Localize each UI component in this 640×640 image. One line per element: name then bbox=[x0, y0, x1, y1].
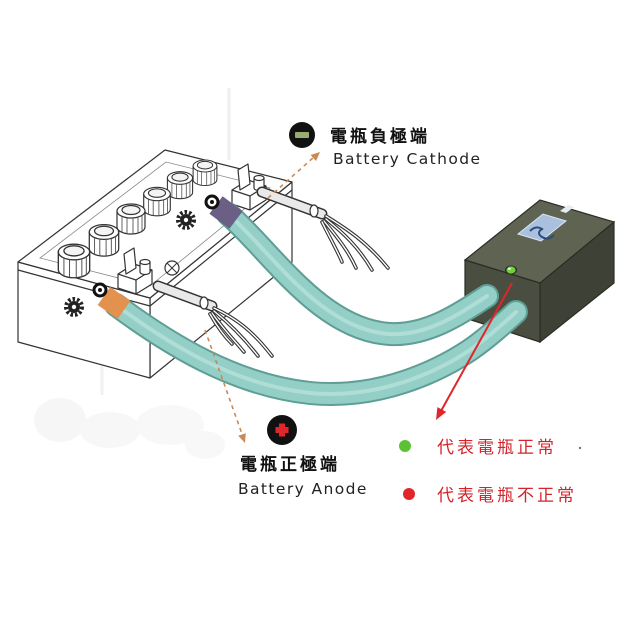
status-legend: 代表電瓶正常 代表電瓶不正常 bbox=[399, 438, 582, 506]
battery-cell-cap bbox=[143, 186, 171, 217]
battery-tester-device bbox=[463, 199, 616, 344]
cathode-bolt-ring-icon bbox=[204, 194, 220, 210]
battery-lid-panel bbox=[39, 161, 271, 287]
legend-item-abnormal: 代表電瓶不正常 bbox=[403, 486, 577, 506]
anode-terminal-clamp bbox=[117, 247, 153, 295]
background-watermark bbox=[34, 88, 231, 459]
anode-gear-nut-icon bbox=[64, 297, 84, 317]
cathode-label-en: Battery Cathode bbox=[333, 150, 481, 168]
anode-wire-bundle bbox=[152, 280, 274, 358]
anode-label-en: Battery Anode bbox=[238, 480, 368, 498]
cathode-cable bbox=[216, 202, 499, 347]
battery-cell-cap bbox=[192, 159, 218, 187]
stray-speck bbox=[578, 446, 582, 450]
cathode-terminal-clamp bbox=[231, 163, 267, 211]
cathode-cable-sleeve bbox=[209, 196, 243, 229]
device-top-face bbox=[463, 199, 616, 284]
legend-text-abnormal: 代表電瓶不正常 bbox=[437, 486, 577, 506]
battery-cell-caps bbox=[57, 159, 218, 279]
status-indicator-led-icon bbox=[505, 265, 517, 275]
cathode-pointer-arrow bbox=[267, 152, 320, 199]
battery-cell-cap bbox=[88, 224, 120, 257]
anode-cable-sleeve bbox=[97, 286, 131, 320]
legend-item-normal: 代表電瓶正常 bbox=[399, 438, 582, 458]
battery-cell-cap bbox=[116, 203, 146, 235]
anode-pointer-arrow bbox=[204, 329, 246, 443]
cathode-gear-nut-icon bbox=[176, 210, 196, 230]
anode-bolt-ring-icon bbox=[92, 282, 108, 298]
battery-cell-cap bbox=[166, 171, 194, 200]
anode-label-zh: 電瓶正極端 bbox=[240, 454, 340, 475]
anode-cable bbox=[104, 293, 528, 406]
cathode-label: 電瓶負極端 Battery Cathode bbox=[289, 122, 481, 168]
indicator-arrow bbox=[436, 282, 513, 420]
cathode-label-zh: 電瓶負極端 bbox=[330, 126, 430, 147]
green-dot-icon bbox=[399, 440, 411, 452]
legend-text-normal: 代表電瓶正常 bbox=[437, 438, 557, 458]
plus-icon bbox=[267, 415, 297, 445]
minus-icon bbox=[289, 122, 315, 148]
device-logo-icon bbox=[516, 205, 574, 242]
anode-label: 電瓶正極端 Battery Anode bbox=[238, 415, 368, 498]
battery-vent-icon bbox=[164, 260, 180, 276]
cathode-wire-bundle bbox=[256, 186, 390, 272]
battery-cell-cap bbox=[57, 243, 91, 279]
red-dot-icon bbox=[403, 488, 415, 500]
